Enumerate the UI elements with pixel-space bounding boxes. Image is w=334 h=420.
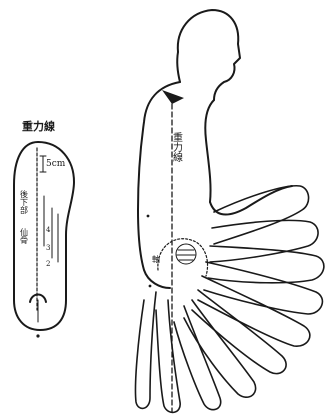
hip-joint-circle bbox=[176, 244, 196, 264]
hip-joint bbox=[176, 244, 196, 264]
scapula-mark bbox=[162, 90, 184, 104]
neck-back bbox=[177, 52, 180, 82]
inset-mark-3: 2 bbox=[46, 260, 50, 268]
inset-left-text: 後下部 bbox=[20, 189, 29, 215]
shoulder-dot bbox=[168, 94, 172, 98]
hip-arc-label: 軸 bbox=[152, 254, 160, 264]
gravity-line-label: 重力線 bbox=[171, 131, 183, 162]
heel-point bbox=[36, 334, 39, 337]
leg-position-8 bbox=[174, 306, 221, 410]
leg-position-5 bbox=[198, 276, 310, 346]
leg-position-10 bbox=[135, 292, 156, 408]
chest-outline bbox=[205, 100, 214, 202]
inset-title: 重力線 bbox=[22, 119, 55, 133]
seated-figure: 重力線 軸 bbox=[135, 10, 323, 412]
inset-mark-2: 3 bbox=[46, 244, 50, 252]
inset-lower-text: 仙骨 bbox=[20, 227, 29, 244]
head-outline bbox=[178, 10, 240, 100]
leg-position-4 bbox=[204, 262, 322, 314]
mark-dot-2 bbox=[149, 285, 152, 288]
lap-outline bbox=[210, 186, 292, 215]
inset-mark-1: 4 bbox=[46, 226, 51, 234]
scale-label: 5cm bbox=[46, 159, 66, 169]
mark-dot-1 bbox=[147, 215, 150, 218]
foot-inset: 重力線 5cm 後下部 仙骨 4 3 2 bbox=[14, 119, 74, 338]
leg-fan bbox=[135, 186, 323, 413]
hip-joint-hatch bbox=[177, 250, 195, 260]
leg-position-9 bbox=[156, 300, 180, 412]
